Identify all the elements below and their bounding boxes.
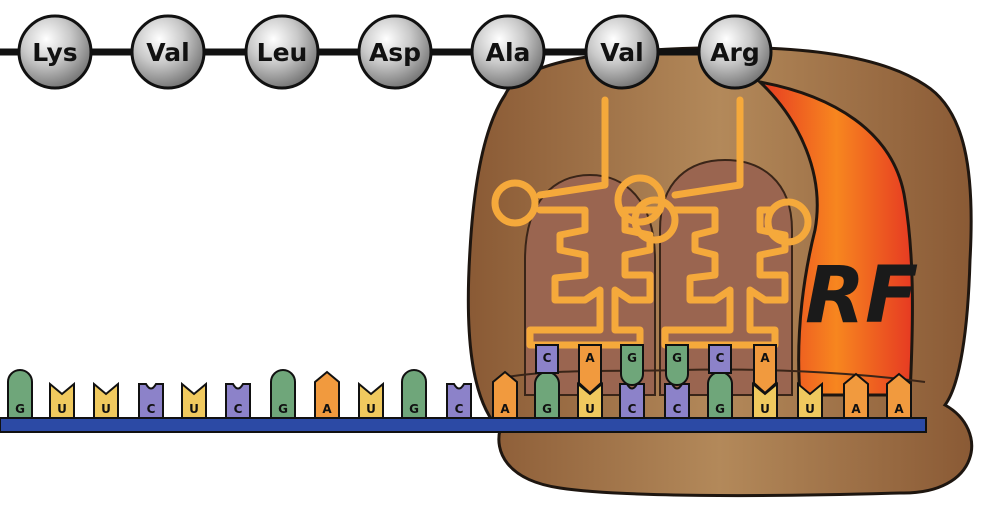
mrna-nucleotide: A xyxy=(886,372,912,419)
amino-acid-bead: Arg xyxy=(697,14,773,90)
mrna-nucleotide-label: C xyxy=(147,402,156,416)
mrna-nucleotide: U xyxy=(752,381,778,419)
mrna-nucleotide: U xyxy=(181,381,207,419)
mrna-nucleotide-label: A xyxy=(894,402,904,416)
amino-acid-bead: Lys xyxy=(17,14,93,90)
mrna-nucleotide-label: C xyxy=(673,402,682,416)
mrna-nucleotide-label: U xyxy=(189,402,199,416)
amino-acid-label: Asp xyxy=(369,38,421,67)
anticodon-label: G xyxy=(672,351,682,365)
mrna-nucleotide: G xyxy=(7,369,33,419)
mrna-nucleotide-label: G xyxy=(278,402,288,416)
mrna-nucleotide: G xyxy=(707,371,733,419)
amino-acid-label: Leu xyxy=(257,38,308,67)
mrna-nucleotide-label: C xyxy=(455,402,464,416)
mrna-nucleotide-label: C xyxy=(628,402,637,416)
mrna-backbone xyxy=(0,417,927,433)
anticodon-nucleotide: A xyxy=(578,344,602,395)
mrna-nucleotide-label: U xyxy=(585,402,595,416)
amino-acid-label: Val xyxy=(600,38,643,67)
mrna-nucleotide: U xyxy=(49,381,75,419)
anticodon-label: C xyxy=(543,351,552,365)
amino-acid-label: Ala xyxy=(486,38,531,67)
mrna-nucleotide: C xyxy=(225,383,251,419)
mrna-nucleotide: C xyxy=(446,383,472,419)
anticodon-nucleotide: A xyxy=(753,344,777,395)
peptide-chain: Lys Val Leu Asp Ala Val Arg xyxy=(17,14,773,90)
amino-acid-bead: Leu xyxy=(244,14,320,90)
mrna-nucleotide-label: U xyxy=(366,402,376,416)
mrna-nucleotide-label: G xyxy=(409,402,419,416)
mrna-nucleotide-label: A xyxy=(322,402,332,416)
mrna-nucleotide-label: C xyxy=(234,402,243,416)
mrna-nucleotide: C xyxy=(664,383,690,419)
amino-acid-bead: Ala xyxy=(470,14,546,90)
anticodon-label: A xyxy=(760,351,770,365)
mrna-nucleotide-label: U xyxy=(805,402,815,416)
mrna-nucleotide: A xyxy=(314,370,340,419)
mrna-nucleotide: C xyxy=(619,383,645,419)
anticodon-nucleotide: G xyxy=(620,344,644,386)
mrna-nucleotide: U xyxy=(797,381,823,419)
amino-acid-label: Val xyxy=(146,38,189,67)
anticodon-label: A xyxy=(585,351,595,365)
anticodon-nucleotide: C xyxy=(708,344,732,374)
mrna-nucleotide: U xyxy=(358,381,384,419)
amino-acid-bead: Val xyxy=(130,14,206,90)
mrna-nucleotide-label: G xyxy=(715,402,725,416)
amino-acid-label: Arg xyxy=(710,38,760,67)
mrna-nucleotide-label: A xyxy=(500,402,510,416)
mrna-nucleotide: A xyxy=(843,372,869,419)
amino-acid-label: Lys xyxy=(32,38,77,67)
mrna-nucleotide-label: A xyxy=(851,402,861,416)
mrna-nucleotide: A xyxy=(492,370,518,419)
anticodon-label: C xyxy=(716,351,725,365)
trna-right xyxy=(631,96,812,349)
mrna-nucleotide-label: U xyxy=(57,402,67,416)
mrna-nucleotide: U xyxy=(577,381,603,419)
mrna-nucleotide: G xyxy=(534,371,560,419)
mrna-nucleotide: G xyxy=(401,369,427,419)
mrna-nucleotide-label: U xyxy=(101,402,111,416)
anticodon-label: G xyxy=(627,351,637,365)
amino-acid-bead: Val xyxy=(584,14,660,90)
anticodon-nucleotide: C xyxy=(535,344,559,374)
mrna-nucleotide-label: G xyxy=(542,402,552,416)
anticodon-nucleotide: G xyxy=(665,344,689,386)
mrna-nucleotide-label: G xyxy=(15,402,25,416)
release-factor-label: RF xyxy=(805,251,918,341)
mrna-nucleotide: U xyxy=(93,381,119,419)
mrna-nucleotide: G xyxy=(270,369,296,419)
mrna-nucleotide-label: U xyxy=(760,402,770,416)
mrna-nucleotide: C xyxy=(138,383,164,419)
amino-acid-bead: Asp xyxy=(357,14,433,90)
